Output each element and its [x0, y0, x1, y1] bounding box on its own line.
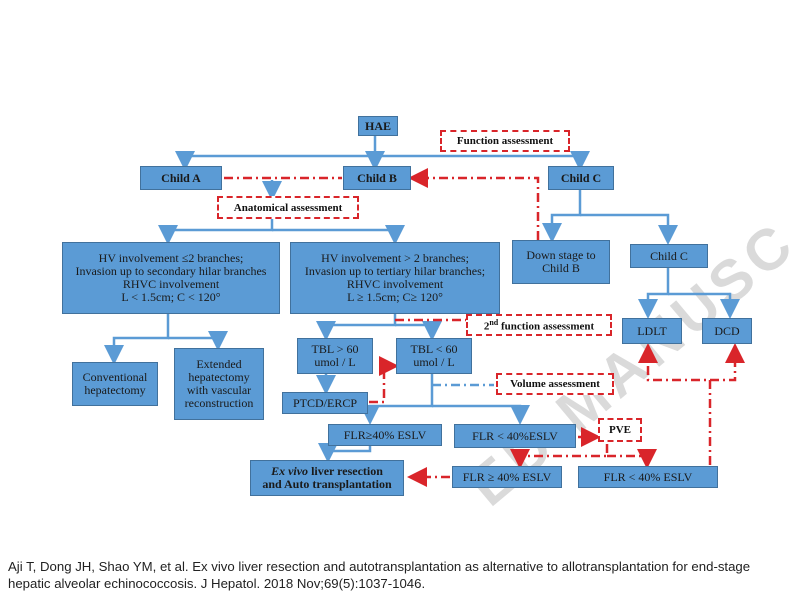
- node-ldlt: LDLT: [622, 318, 682, 344]
- node-hv-le2-line: HV involvement ≤2 branches;: [98, 251, 244, 265]
- node-pve-label: PVE: [609, 424, 631, 436]
- ex-vivo-italic: Ex vivo: [271, 464, 309, 478]
- node-ex-vivo: Ex vivo liver resection and Auto transpl…: [250, 460, 404, 496]
- node-hv-gt2-line: RHVC involvement: [346, 277, 444, 291]
- node-hv-le2-line: L < 1.5cm; C < 120°: [121, 290, 221, 304]
- node-child-c-right-label: Child C: [650, 248, 688, 263]
- node-child-c-top: Child C: [548, 166, 614, 190]
- node-flr-ge40-top-label: FLR≥40% ESLV: [343, 427, 427, 442]
- node-conventional-line: Conventional: [82, 370, 148, 384]
- node-ptcd: PTCD/ERCP: [282, 392, 368, 414]
- node-function-assessment-label: Function assessment: [456, 135, 554, 147]
- node-flr-lt40-bottom: FLR < 40% ESLV: [578, 466, 718, 488]
- node-tbl-gt60-line: umol / L: [314, 355, 356, 369]
- node-dcd: DCD: [702, 318, 752, 344]
- node-ex-vivo-line2: and Auto transplantation: [262, 477, 392, 491]
- node-ex-vivo-line1: Ex vivo liver resection: [271, 465, 383, 478]
- node-flr-lt40-top: FLR < 40%ESLV: [454, 424, 576, 448]
- second-function-sup: nd: [489, 317, 499, 327]
- node-second-function-label: 2nd function assessment: [484, 318, 594, 333]
- node-down-stage-line: Down stage to: [526, 248, 596, 262]
- node-flr-ge40-bottom: FLR ≥ 40% ESLV: [452, 466, 562, 488]
- node-child-a-label: Child A: [161, 170, 201, 185]
- node-extended-line: hepatectomy: [188, 370, 250, 384]
- node-hv-le2-line: Invasion up to secondary hilar branches: [75, 264, 267, 278]
- node-child-a: Child A: [140, 166, 222, 190]
- node-flr-lt40-top-label: FLR < 40%ESLV: [472, 428, 558, 443]
- node-hv-le2: HV involvement ≤2 branches; Invasion up …: [62, 242, 280, 314]
- node-volume-assessment-label: Volume assessment: [510, 378, 600, 390]
- node-child-c-top-label: Child C: [560, 170, 602, 185]
- node-dcd-label: DCD: [714, 323, 740, 338]
- node-pve: PVE: [598, 418, 642, 442]
- second-function-prefix: 2: [483, 320, 490, 333]
- node-child-b: Child B: [343, 166, 411, 190]
- node-hv-gt2: HV involvement > 2 branches; Invasion up…: [290, 242, 500, 314]
- node-hv-gt2-line: L ≥ 1.5cm; C≥ 120°: [347, 290, 443, 304]
- node-conventional: Conventional hepatectomy: [72, 362, 158, 406]
- node-extended: Extended hepatectomy with vascular recon…: [174, 348, 264, 420]
- citation: Aji T, Dong JH, Shao YM, et al. Ex vivo …: [8, 559, 751, 591]
- node-tbl-gt60: TBL > 60 umol / L: [297, 338, 373, 374]
- node-flr-lt40-bottom-label: FLR < 40% ESLV: [603, 469, 693, 484]
- ex-vivo-rest: liver resection: [308, 464, 383, 478]
- node-child-b-label: Child B: [357, 170, 397, 185]
- node-anatomical-assessment: Anatomical assessment: [217, 196, 359, 219]
- node-tbl-lt60-line: TBL < 60: [410, 342, 458, 356]
- node-function-assessment: Function assessment: [440, 130, 570, 152]
- node-hae-label: HAE: [364, 118, 391, 133]
- node-flr-ge40-bottom-label: FLR ≥ 40% ESLV: [462, 469, 552, 484]
- node-anatomical-assessment-label: Anatomical assessment: [233, 201, 343, 214]
- node-hae: HAE: [358, 116, 398, 136]
- node-ldlt-label: LDLT: [637, 323, 667, 338]
- node-ptcd-label: PTCD/ERCP: [292, 395, 358, 410]
- node-tbl-gt60-line: TBL > 60: [311, 342, 359, 356]
- node-extended-line: reconstruction: [184, 396, 254, 410]
- node-down-stage-line: Child B: [542, 261, 580, 275]
- node-extended-line: Extended: [196, 357, 242, 371]
- node-hv-gt2-line: Invasion up to tertiary hilar branches;: [304, 264, 486, 278]
- node-tbl-lt60-line: umol / L: [413, 355, 455, 369]
- second-function-suffix: function assessment: [498, 320, 595, 333]
- node-second-function-assessment: 2nd function assessment: [466, 314, 612, 336]
- node-conventional-line: hepatectomy: [84, 383, 146, 397]
- node-volume-assessment: Volume assessment: [496, 373, 614, 395]
- node-hv-gt2-line: HV involvement > 2 branches;: [321, 251, 469, 265]
- node-hv-le2-line: RHVC involvement: [122, 277, 220, 291]
- node-flr-ge40-top: FLR≥40% ESLV: [328, 424, 442, 446]
- node-child-c-right: Child C: [630, 244, 708, 268]
- node-down-stage: Down stage to Child B: [512, 240, 610, 284]
- node-tbl-lt60: TBL < 60 umol / L: [396, 338, 472, 374]
- node-extended-line: with vascular: [186, 383, 252, 397]
